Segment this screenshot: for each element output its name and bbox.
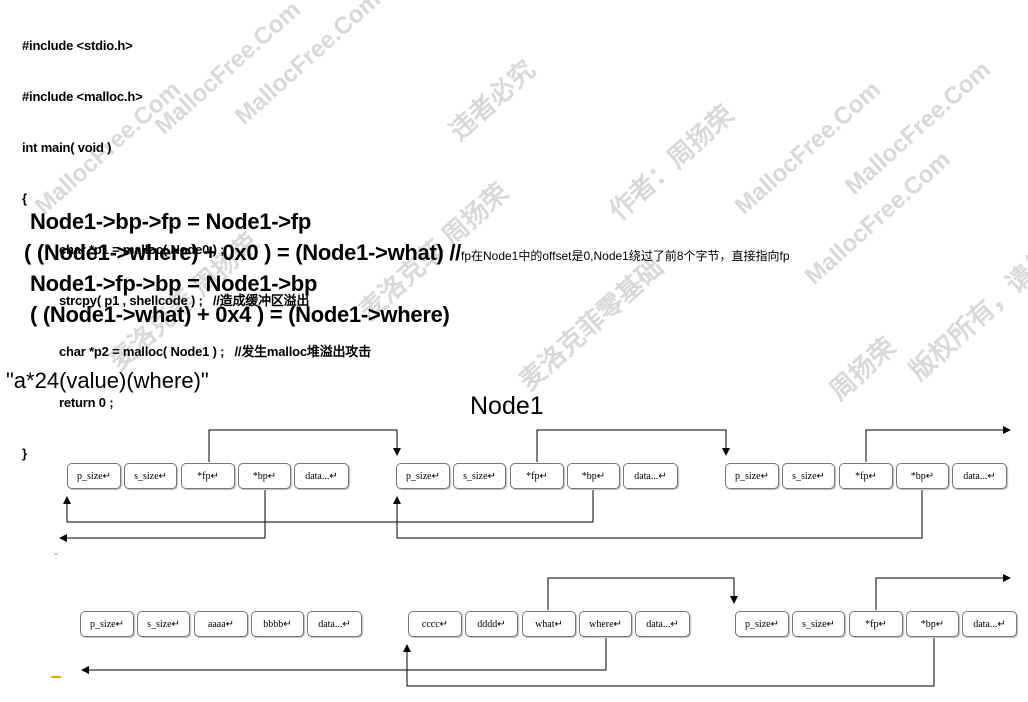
chunk-field: aaaa↵ [194,611,248,637]
code-line: #include <stdio.h> [22,38,133,53]
bp-arrow [81,638,607,674]
chunk-field: data...↵ [307,611,362,637]
code-line: char *p1 = malloc( Node0 ) ; [59,242,225,257]
chunk-field: p_size↵ [725,463,779,489]
code-line: strcpy( p1 , shellcode ) ; //造成缓冲区溢出 [59,293,310,308]
pointer-op-note: fp在Node1中的offset是0,Node1绕过了前8个字节，直接指向fp [460,249,790,263]
payload-label: "a*24(value)(where)" [6,368,209,393]
chunk-field: data...↵ [635,611,690,637]
fp-arrow [547,577,738,610]
chunk-field: *bp↵ [567,463,620,489]
code-line: char *p2 = malloc( Node1 ) ; //发生malloc堆… [59,344,371,359]
chunk-field: data...↵ [294,463,349,489]
code-block: #include <stdio.h> #include <malloc.h> i… [22,3,371,479]
diagram-title: Node1 [470,392,544,420]
chunk-field: data...↵ [952,463,1007,489]
chunk-field: data...↵ [962,611,1017,637]
chunk-field: p_size↵ [80,611,134,637]
bp-arrow [59,490,266,542]
bp-arrow [393,490,923,539]
chunk-field: dddd↵ [465,611,518,637]
pointer-op-line: ( (Node1->what) + 0x4 ) = (Node1->where) [30,302,450,327]
chunk-field: p_size↵ [67,463,121,489]
chunk-field: p_size↵ [735,611,789,637]
chunk-field: *bp↵ [238,463,291,489]
pointer-op-line-annotated: ( (Node1->where) + 0x0 ) = (Node1->what)… [24,237,790,272]
chunk-field: where↵ [579,611,632,637]
chunk-field: data...↵ [623,463,678,489]
chunk-field: *fp↵ [839,463,893,489]
chunk-field: s_size↵ [124,463,177,489]
chunk-field: cccc↵ [408,611,462,637]
chunk-field: p_size↵ [396,463,450,489]
chunk-field: *fp↵ [510,463,564,489]
chunk-field: *bp↵ [906,611,959,637]
fp-arrow [536,429,730,462]
pointer-op-line: Node1->fp->bp = Node1->bp [30,271,318,296]
chunk-field: s_size↵ [137,611,190,637]
bp-arrow [63,490,594,523]
chunk-field: s_size↵ [453,463,506,489]
pointer-op-expr: ( (Node1->where) + 0x0 ) = (Node1->what)… [24,240,461,265]
bp-arrow [403,638,935,687]
chunk-field: *fp↵ [181,463,235,489]
pointer-op-line: Node1->bp->fp = Node1->fp [30,209,311,234]
chunk-field: s_size↵ [782,463,835,489]
code-line: #include <malloc.h> [22,89,143,104]
chunk-field: what↵ [522,611,576,637]
fp-arrow [865,426,1011,462]
code-line: int main( void ) [22,140,112,155]
fp-arrow [208,429,401,462]
chunk-field: bbbb↵ [251,611,304,637]
chunk-field: *bp↵ [896,463,949,489]
code-line: return 0 ; [59,395,114,410]
chunk-field: s_size↵ [792,611,845,637]
fp-arrow [875,574,1011,610]
accent-dash [51,676,61,678]
chunk-field: *fp↵ [849,611,903,637]
code-line: } [22,446,27,461]
code-line: { [22,191,27,206]
